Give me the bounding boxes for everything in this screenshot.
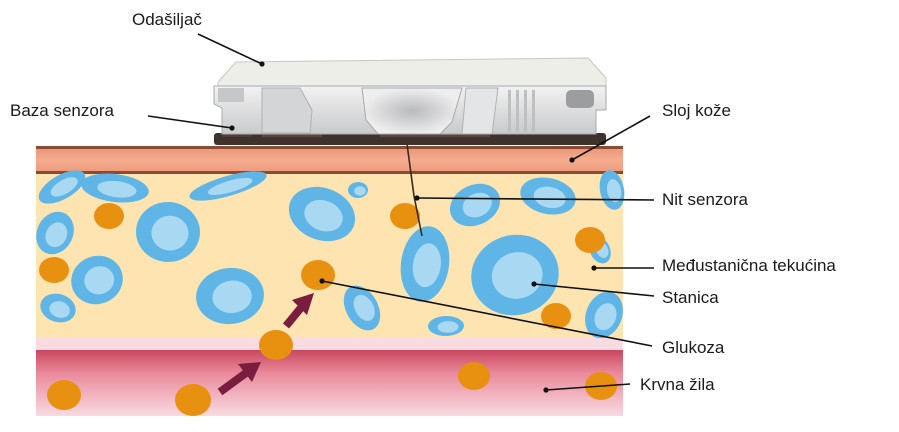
cell — [343, 285, 381, 331]
glucose-molecule — [458, 362, 490, 390]
glucose-molecule — [575, 227, 605, 253]
label-sensor-filament: Nit senzora — [662, 190, 748, 209]
glucose-molecule — [94, 203, 124, 229]
cell — [71, 255, 123, 305]
label-sensor-base: Baza senzora — [10, 101, 114, 120]
leader-dots — [229, 61, 597, 393]
label-transmitter: Odašiljač — [132, 10, 202, 29]
cell — [471, 234, 559, 316]
glucose-arrow-upper — [282, 293, 314, 329]
cell — [288, 186, 356, 242]
glucose-molecule — [259, 330, 293, 360]
label-blood-vessel: Krvna žila — [640, 375, 715, 394]
cells — [36, 170, 625, 339]
cell — [400, 226, 450, 302]
glucose-molecule — [39, 257, 69, 283]
cell — [585, 291, 623, 339]
cell — [136, 201, 200, 263]
cell — [36, 211, 74, 255]
glucose-arrow-lower — [217, 362, 261, 396]
cell — [40, 293, 76, 323]
blood-vessel — [36, 338, 623, 416]
cell — [189, 171, 267, 201]
glucose-molecule — [175, 384, 211, 416]
label-cell: Stanica — [662, 288, 719, 307]
leader-lines — [147, 33, 655, 391]
cell — [520, 177, 576, 215]
cell — [81, 173, 149, 203]
sensor-filament — [406, 143, 423, 237]
glucose-molecule — [47, 380, 81, 410]
glucose-molecule — [301, 260, 335, 290]
label-interstitial-fluid: Međustanična tekućina — [662, 256, 836, 275]
transmitter — [213, 57, 607, 135]
label-skin-layer: Sloj kože — [662, 101, 731, 120]
cell — [348, 181, 368, 199]
cell — [428, 315, 464, 337]
glucose-molecule — [390, 203, 420, 229]
glucose-molecule — [541, 303, 571, 329]
skin-layer — [36, 146, 623, 174]
cell — [38, 170, 86, 204]
label-glucose: Glukoza — [662, 338, 725, 357]
cell — [196, 267, 264, 325]
glucose-molecules — [39, 203, 617, 416]
